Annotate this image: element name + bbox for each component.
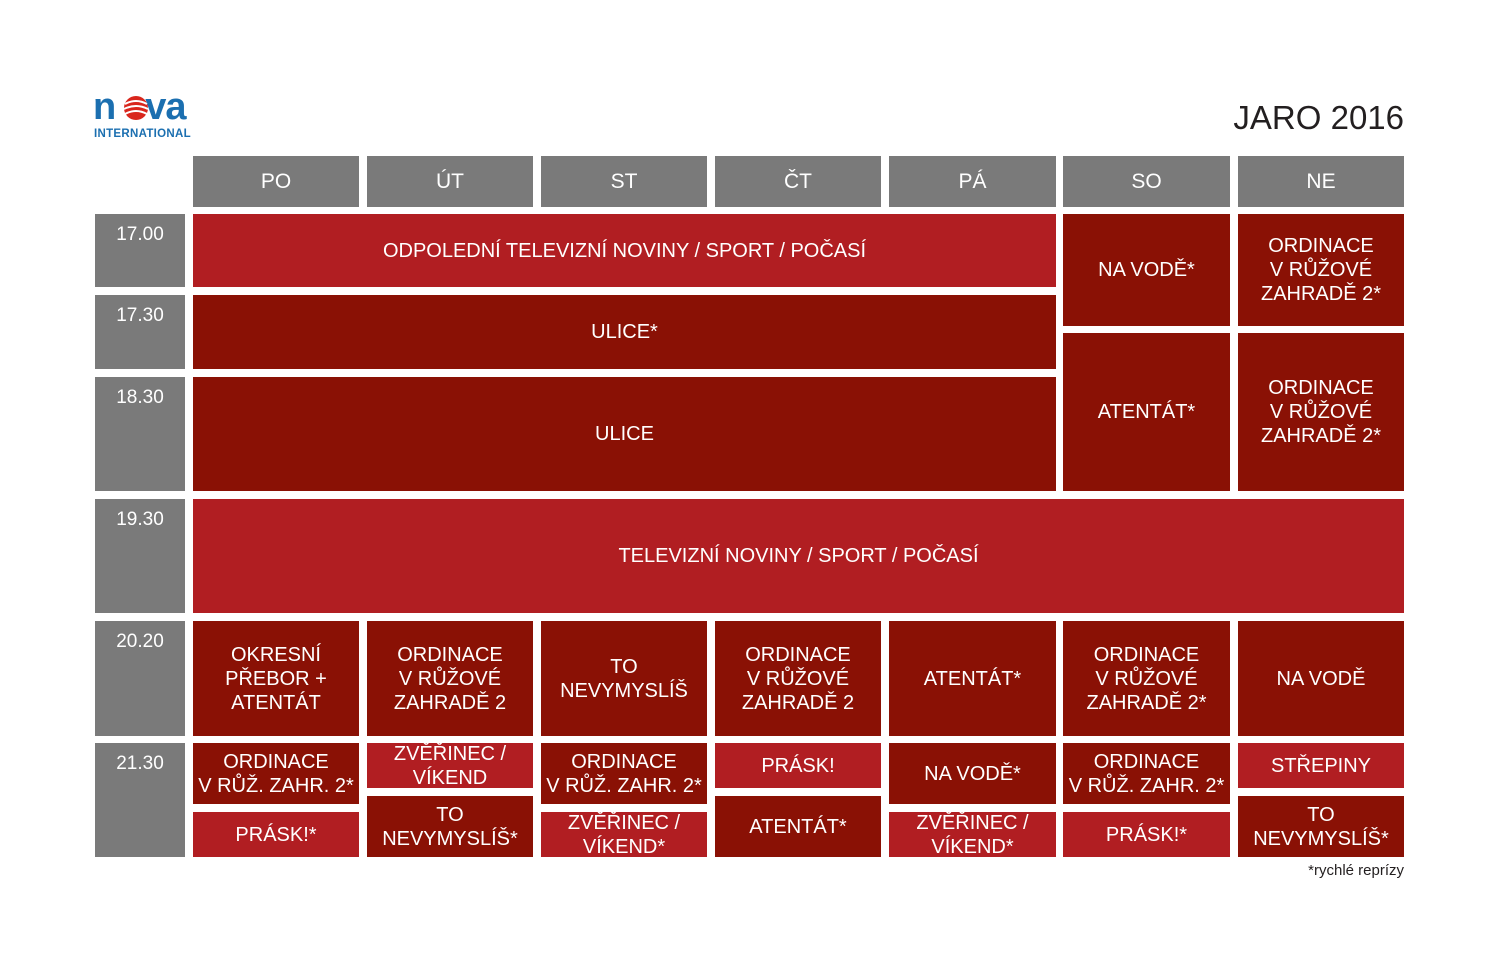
program-cell: PRÁSK!*: [193, 812, 359, 857]
time-slot-1700: 17.00: [95, 214, 185, 287]
time-slot-1730: 17.30: [95, 295, 185, 369]
program-cell: ZVĚŘINEC / VÍKEND*: [889, 812, 1056, 858]
program-cell: ATENTÁT*: [1063, 333, 1230, 491]
time-slot-1830: 18.30: [95, 377, 185, 491]
time-slot-1930: 19.30: [95, 499, 185, 613]
program-cell: ATENTÁT*: [715, 796, 881, 857]
day-header-ut: ÚT: [367, 156, 533, 207]
day-header-so: SO: [1063, 156, 1230, 207]
program-cell: NA VODĚ: [1238, 621, 1404, 736]
day-header-ne: NE: [1238, 156, 1404, 207]
program-cell: ULICE*: [193, 295, 1056, 369]
program-cell: NA VODĚ*: [1063, 214, 1230, 326]
day-header-ct: ČT: [715, 156, 881, 207]
program-cell: STŘEPINY: [1238, 743, 1404, 788]
program-cell: ZVĚŘINEC / VÍKEND: [367, 743, 533, 789]
program-cell: TO NEVYMYSLÍŠ*: [1238, 796, 1404, 857]
program-cell: ORDINACE V RŮŽ. ZAHR. 2*: [541, 743, 707, 804]
program-cell: ORDINACE V RŮŽOVÉ ZAHRADĚ 2*: [1063, 621, 1230, 736]
day-header-st: ST: [541, 156, 707, 207]
day-header-po: PO: [193, 156, 359, 207]
program-cell: ORDINACE V RŮŽOVÉ ZAHRADĚ 2: [367, 621, 533, 736]
program-cell: ZVĚŘINEC / VÍKEND*: [541, 812, 707, 858]
program-cell: ORDINACE V RŮŽ. ZAHR. 2*: [193, 743, 359, 804]
program-cell: ORDINACE V RŮŽOVÉ ZAHRADĚ 2*: [1238, 214, 1404, 326]
program-cell: ATENTÁT*: [889, 621, 1056, 736]
program-cell: ODPOLEDNÍ TELEVIZNÍ NOVINY / SPORT / POČ…: [193, 214, 1056, 287]
footnote: *rychlé reprízy: [1308, 862, 1404, 879]
program-cell: TO NEVYMYSLÍŠ*: [367, 796, 533, 857]
logo-subtitle: INTERNATIONAL: [94, 128, 191, 140]
program-cell: ORDINACE V RŮŽOVÉ ZAHRADĚ 2*: [1238, 333, 1404, 491]
season-title: JARO 2016: [1233, 99, 1404, 136]
program-cell: OKRESNÍ PŘEBOR + ATENTÁT: [193, 621, 359, 736]
program-cell: PRÁSK!: [715, 743, 881, 788]
time-slot-2020: 20.20: [95, 621, 185, 736]
program-cell: ORDINACE V RŮŽOVÉ ZAHRADĚ 2: [715, 621, 881, 736]
time-slot-2130: 21.30: [95, 743, 185, 857]
program-cell: ORDINACE V RŮŽ. ZAHR. 2*: [1063, 743, 1230, 804]
program-cell: NA VODĚ*: [889, 743, 1056, 804]
globe-icon: [123, 96, 149, 120]
program-cell: TELEVIZNÍ NOVINY / SPORT / POČASÍ: [193, 499, 1404, 613]
program-cell: PRÁSK!*: [1063, 812, 1230, 857]
day-header-pa: PÁ: [889, 156, 1056, 207]
program-cell: ULICE: [193, 377, 1056, 491]
program-cell: TO NEVYMYSLÍŠ: [541, 621, 707, 736]
